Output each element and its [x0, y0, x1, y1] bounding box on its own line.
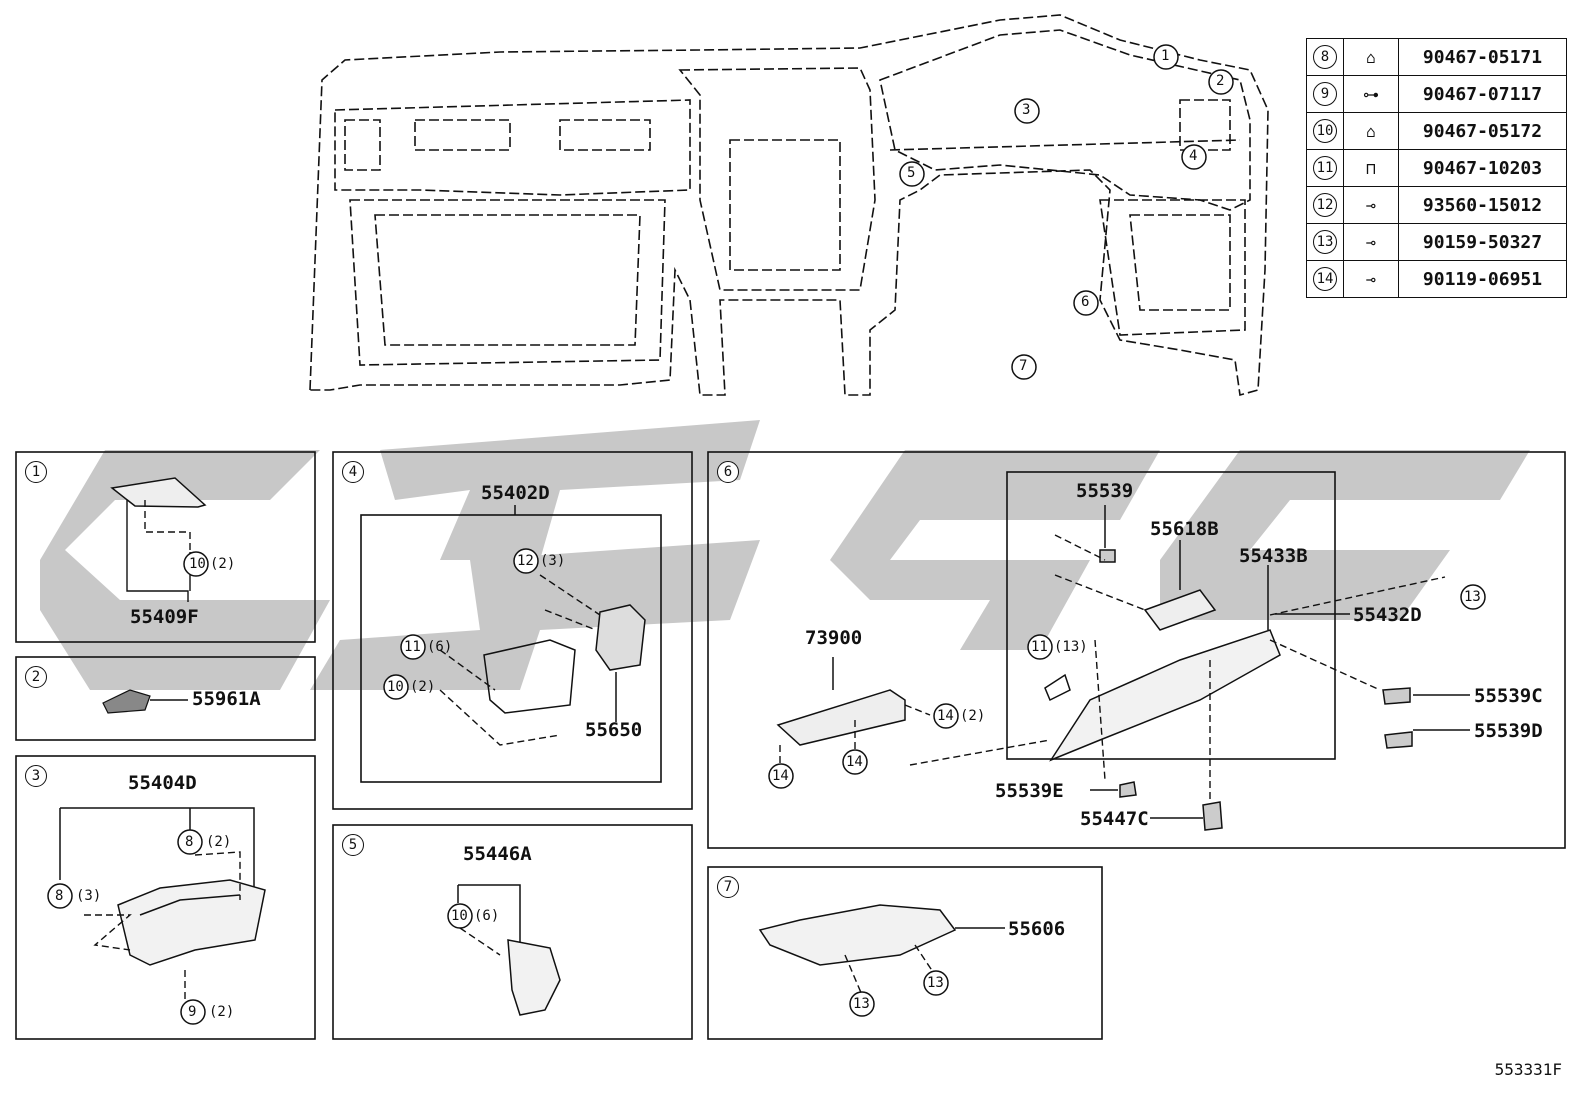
fastener-callout: 14 [772, 768, 789, 784]
legend-row: 12 ⊸ 93560-15012 [1306, 186, 1567, 224]
legend-row: 10 ⌂ 90467-05172 [1306, 112, 1567, 150]
dashboard-reinforcement-overview [309, 14, 1269, 397]
fastener-callout: 10 [451, 908, 468, 924]
part-55539D: 55539D [1474, 720, 1543, 742]
fastener-qty: (3) [76, 888, 102, 904]
legend-part-number: 90467-07117 [1398, 75, 1567, 113]
fastener-qty: (13) [1054, 639, 1088, 655]
part-55618B: 55618B [1150, 518, 1219, 540]
legend-part-number: 90467-05171 [1398, 38, 1567, 76]
fastener-callout: 8 [185, 834, 194, 850]
fastener-callout: 14 [846, 754, 863, 770]
panel-1-number: 1 [25, 461, 47, 483]
panel-1-box [15, 451, 316, 643]
overview-callout-3: 3 [1022, 102, 1031, 118]
overview-callout-5: 5 [907, 165, 916, 181]
legend-num: 14 [1313, 267, 1337, 291]
legend-num: 8 [1313, 45, 1337, 69]
part-55432D: 55432D [1353, 604, 1422, 626]
bolt-icon: ⊸ [1366, 232, 1376, 252]
legend-row: 13 ⊸ 90159-50327 [1306, 223, 1567, 261]
legend-part-number: 93560-15012 [1398, 186, 1567, 224]
legend-num: 11 [1313, 156, 1337, 180]
part-55606: 55606 [1008, 918, 1066, 940]
fastener-qty: (2) [960, 708, 986, 724]
fastener-callout: 9 [188, 1004, 197, 1020]
fastener-callout: 13 [1464, 589, 1481, 605]
fastener-qty: (2) [206, 834, 232, 850]
overview-callout-2: 2 [1216, 73, 1225, 89]
legend-num: 13 [1313, 230, 1337, 254]
fastener-qty: (2) [410, 679, 436, 695]
screw-rivet-icon: ⊶ [1363, 84, 1379, 104]
bolt-icon: ⊸ [1366, 269, 1376, 289]
fastener-callout: 12 [517, 553, 534, 569]
legend-row: 11 ⊓ 90467-10203 [1306, 149, 1567, 187]
legend-num: 12 [1313, 193, 1337, 217]
panel-4-number: 4 [342, 461, 364, 483]
legend-row: 9 ⊶ 90467-07117 [1306, 75, 1567, 113]
part-55447C: 55447C [1080, 808, 1149, 830]
panel-2-box [15, 656, 316, 741]
panel-6-number: 6 [717, 461, 739, 483]
part-55402D: 55402D [481, 482, 550, 504]
panel-7-number: 7 [717, 876, 739, 898]
clip-icon: ⌂ [1366, 47, 1376, 67]
clip-icon: ⊓ [1366, 158, 1376, 178]
panel-5-box [332, 824, 693, 1040]
part-55650: 55650 [585, 719, 643, 741]
fastener-callout: 13 [927, 975, 944, 991]
legend-part-number: 90467-10203 [1398, 149, 1567, 187]
legend-part-number: 90467-05172 [1398, 112, 1567, 150]
part-55433B: 55433B [1239, 545, 1308, 567]
fastener-qty: (2) [210, 556, 236, 572]
fastener-qty: (3) [540, 553, 566, 569]
legend-part-number: 90119-06951 [1398, 260, 1567, 298]
legend-row: 8 ⌂ 90467-05171 [1306, 38, 1567, 76]
panel-3-number: 3 [25, 765, 47, 787]
panel-3-box [15, 755, 316, 1040]
fastener-callout: 10 [387, 679, 404, 695]
overview-callout-1: 1 [1161, 48, 1170, 64]
part-55539C: 55539C [1474, 685, 1543, 707]
screw-icon: ⊸ [1366, 195, 1376, 215]
fastener-qty: (2) [209, 1004, 235, 1020]
panel-2-number: 2 [25, 666, 47, 688]
fastener-callout: 8 [55, 888, 64, 904]
overview-callout-6: 6 [1081, 294, 1090, 310]
fastener-callout: 10 [189, 556, 206, 572]
panel-4-box [332, 451, 693, 810]
legend-num: 9 [1313, 82, 1337, 106]
panel-7-box [707, 866, 1103, 1040]
panel-5-number: 5 [342, 834, 364, 856]
overview-callout-7: 7 [1019, 358, 1028, 374]
legend-num: 10 [1313, 119, 1337, 143]
fastener-qty: (6) [474, 908, 500, 924]
part-73900: 73900 [805, 627, 863, 649]
clip-icon: ⌂ [1366, 121, 1376, 141]
part-55446A: 55446A [463, 843, 532, 865]
fastener-qty: (6) [427, 639, 453, 655]
part-55539: 55539 [1076, 480, 1134, 502]
legend-part-number: 90159-50327 [1398, 223, 1567, 261]
part-55961A: 55961A [192, 688, 261, 710]
part-55404D: 55404D [128, 772, 197, 794]
part-55409F: 55409F [130, 606, 199, 628]
panel-6-box [707, 451, 1566, 849]
fastener-callout: 11 [404, 639, 421, 655]
part-55539E: 55539E [995, 780, 1064, 802]
overview-callout-4: 4 [1189, 148, 1198, 164]
diagram-reference-code: 553331F [1494, 1060, 1562, 1079]
fastener-callout: 11 [1031, 639, 1048, 655]
fastener-legend-table: 8 ⌂ 90467-05171 9 ⊶ 90467-07117 10 ⌂ 90467-051… [1306, 38, 1567, 298]
legend-row: 14 ⊸ 90119-06951 [1306, 260, 1567, 298]
fastener-callout: 13 [853, 996, 870, 1012]
fastener-callout: 14 [937, 708, 954, 724]
